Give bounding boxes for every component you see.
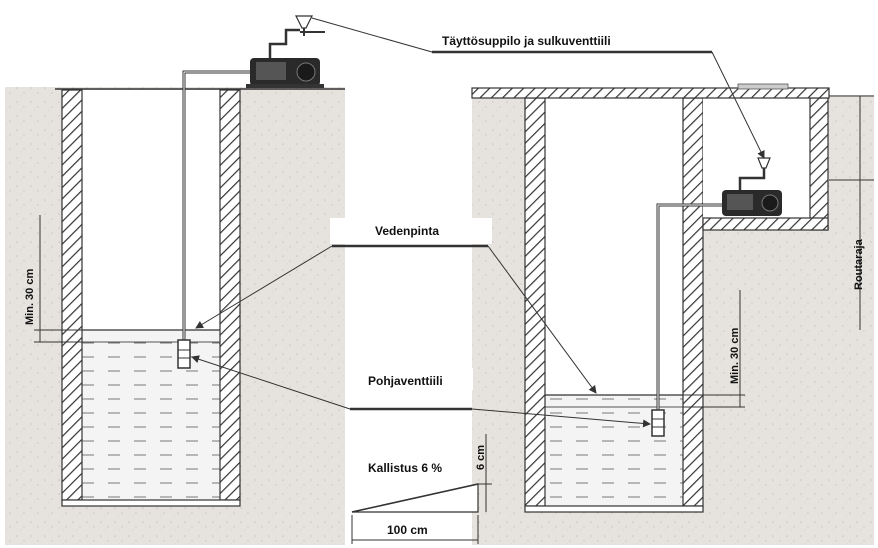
left-well-wall-right (219, 89, 241, 501)
left-min-depth-label: Min. 30 cm (24, 269, 36, 325)
slope-length-label: 100 cm (387, 523, 428, 537)
pump-pit-wall (809, 97, 829, 231)
water-level-leader-left (195, 245, 333, 329)
frost-depth-label: Routaraja (853, 238, 865, 290)
right-suction-pipe-inner (657, 204, 722, 422)
left-well-floor (61, 499, 241, 507)
left-funnel-pipe (268, 28, 300, 58)
left-well: Min. 30 cm (24, 15, 345, 507)
foot-valve-leader-left (191, 355, 351, 410)
fill-funnel-label-box (432, 30, 732, 48)
foot-valve-icon (177, 339, 191, 369)
right-cover-hatch (737, 83, 789, 90)
right-well-wall-left (524, 97, 546, 507)
foot-valve-leader-right (471, 408, 651, 428)
fill-funnel-leader-right (711, 51, 765, 159)
right-well-floor (524, 505, 704, 513)
slope-height-label: 6 cm (475, 445, 487, 470)
center-gap (345, 87, 472, 548)
right-well-wall-right (682, 97, 704, 507)
pump-icon (722, 190, 782, 216)
fill-funnel-leader-left (311, 17, 433, 53)
fill-funnel-label: Täyttösuppilo ja sulkuventtiili (442, 34, 611, 48)
slope-label: Kallistus 6 % (368, 461, 442, 475)
funnel-valve-icon (757, 157, 771, 169)
left-well-water (82, 330, 220, 500)
left-well-wall-left (61, 89, 83, 501)
left-suction-pipe-inner (183, 71, 252, 354)
slope-hypotenuse (351, 483, 479, 513)
water-level-leader-right (487, 245, 597, 394)
right-cover-slab (471, 87, 830, 99)
water-level-label-box (330, 218, 492, 244)
foot-valve-icon (651, 409, 665, 437)
pump-pit-floor (702, 217, 829, 231)
right-min-depth-label: Min. 30 cm (729, 328, 741, 384)
water-level-label: Vedenpinta (375, 224, 439, 238)
foot-valve-label: Pohjaventtiili (368, 374, 443, 388)
funnel-valve-icon (295, 15, 325, 36)
foot-valve-label-box (345, 368, 473, 390)
right-well: Min. 30 cm Routaraja (471, 83, 874, 513)
callouts: Täyttösuppilo ja sulkuventtiili Vedenpin… (191, 17, 765, 475)
right-funnel-pipe (738, 168, 766, 190)
pump-icon (246, 58, 324, 88)
slope-diagram: 6 cm 100 cm (351, 434, 492, 544)
